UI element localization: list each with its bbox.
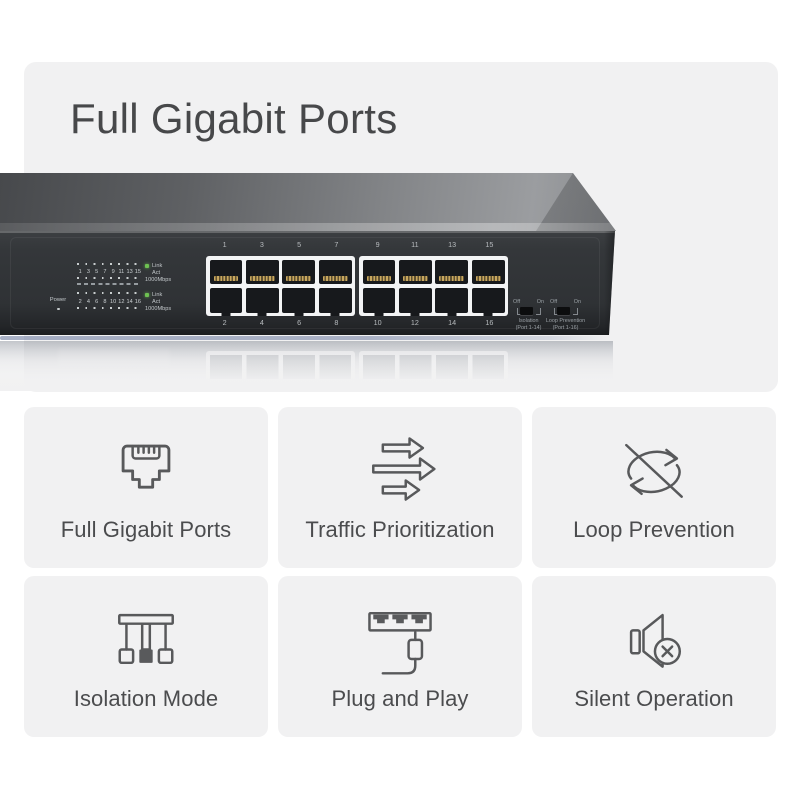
rj45-pins: [249, 276, 275, 281]
feature-card-plug-and-play: Plug and Play: [278, 576, 522, 737]
rj45-pins: [286, 276, 312, 281]
link-led: [145, 293, 149, 297]
dip-switches: Off On Isolation (Port 1-14) Off On: [512, 299, 586, 331]
rj45-port: [471, 259, 505, 284]
switch-top-bevel: [0, 223, 616, 231]
plug-icon: [352, 596, 448, 680]
feature-card-traffic-prioritization: Traffic Prioritization: [278, 407, 522, 568]
rj45-port: [209, 259, 243, 284]
rj45-port: [435, 259, 469, 284]
switch-top-surface: [0, 173, 616, 231]
feature-label: Traffic Prioritization: [305, 517, 495, 542]
rj45-port: [245, 259, 279, 284]
feature-label: Full Gigabit Ports: [60, 517, 232, 542]
feature-grid: Full Gigabit Ports Traffic Prioritizatio…: [24, 407, 776, 737]
rj45-port: [318, 259, 352, 284]
led-dots-row: [77, 277, 141, 279]
rj45-port: [245, 288, 279, 313]
feature-label: Silent Operation: [574, 686, 734, 711]
toggle-on-label: On: [536, 299, 544, 305]
front-right-shade: [604, 231, 615, 335]
isolation-icon: [98, 596, 194, 680]
toggle-knob: [556, 306, 570, 315]
led-dots-row: [77, 292, 141, 294]
rj45-pins: [439, 276, 465, 281]
legend-link-row: Link: [145, 292, 189, 299]
toggle-track: [516, 306, 541, 315]
toggle-caption: Isolation (Port 1-14): [515, 318, 542, 331]
isolation-toggle: Off On Isolation (Port 1-14): [512, 299, 545, 331]
rj45-port: [398, 259, 432, 284]
port-bezel: [206, 256, 355, 316]
legend-act-row: Act: [152, 270, 161, 277]
led-dots-row: [77, 307, 141, 309]
rj45-port: [362, 259, 396, 284]
toggle-knob: [519, 306, 533, 315]
power-label: Power: [49, 297, 67, 303]
led-legend-bottom: Link Act 1000Mbps: [145, 292, 189, 314]
led-dots-row: [77, 263, 141, 265]
ethernet-port-icon: [98, 427, 194, 511]
feature-label: Loop Prevention: [573, 517, 735, 542]
rj45-pins: [366, 276, 392, 281]
rj45-pins: [475, 276, 501, 281]
muted-speaker-icon: [606, 596, 702, 680]
legend-speed-row: 1000Mbps: [145, 306, 172, 313]
port-bezel: [359, 256, 508, 316]
rj45-pins: [213, 276, 239, 281]
feature-label: Plug and Play: [331, 686, 469, 711]
feature-card-full-gigabit: Full Gigabit Ports: [24, 407, 268, 568]
rj45-port: [282, 288, 316, 313]
led-legend-top: Link Act 1000Mbps: [145, 263, 189, 285]
legend-act-row: Act: [152, 299, 161, 306]
toggle-caption: Loop Prevention (Port 1-16): [545, 318, 586, 331]
legend-link-row: Link: [145, 263, 189, 270]
loop-prevention-toggle: Off On Loop Prevention (Port 1-16): [545, 299, 586, 331]
rj45-port: [282, 259, 316, 284]
front-inset-line: [10, 237, 600, 329]
toggle-on-label: On: [573, 299, 581, 305]
rj45-port: [471, 288, 505, 313]
rj45-port: [318, 288, 352, 313]
toggle-off-label: Off: [550, 299, 558, 305]
toggle-track: [553, 306, 578, 315]
rj45-pins: [402, 276, 428, 281]
rj45-port: [398, 288, 432, 313]
loop-slash-icon: [606, 427, 702, 511]
link-led: [145, 264, 149, 268]
led-separator: [77, 283, 141, 285]
rj45-port: [435, 288, 469, 313]
device-glow: [0, 335, 611, 340]
rj45-port: [209, 288, 243, 313]
feature-card-loop-prevention: Loop Prevention: [532, 407, 776, 568]
traffic-arrows-icon: [352, 427, 448, 511]
feature-card-silent-operation: Silent Operation: [532, 576, 776, 737]
feature-card-isolation-mode: Isolation Mode: [24, 576, 268, 737]
toggle-off-label: Off: [513, 299, 521, 305]
device-reflection: [0, 341, 613, 391]
power-led: [57, 307, 60, 310]
feature-label: Isolation Mode: [73, 686, 219, 711]
legend-speed-row: 1000Mbps: [145, 277, 172, 284]
rj45-pins: [322, 276, 348, 281]
rj45-port: [362, 288, 396, 313]
page-title: Full Gigabit Ports: [70, 95, 398, 142]
